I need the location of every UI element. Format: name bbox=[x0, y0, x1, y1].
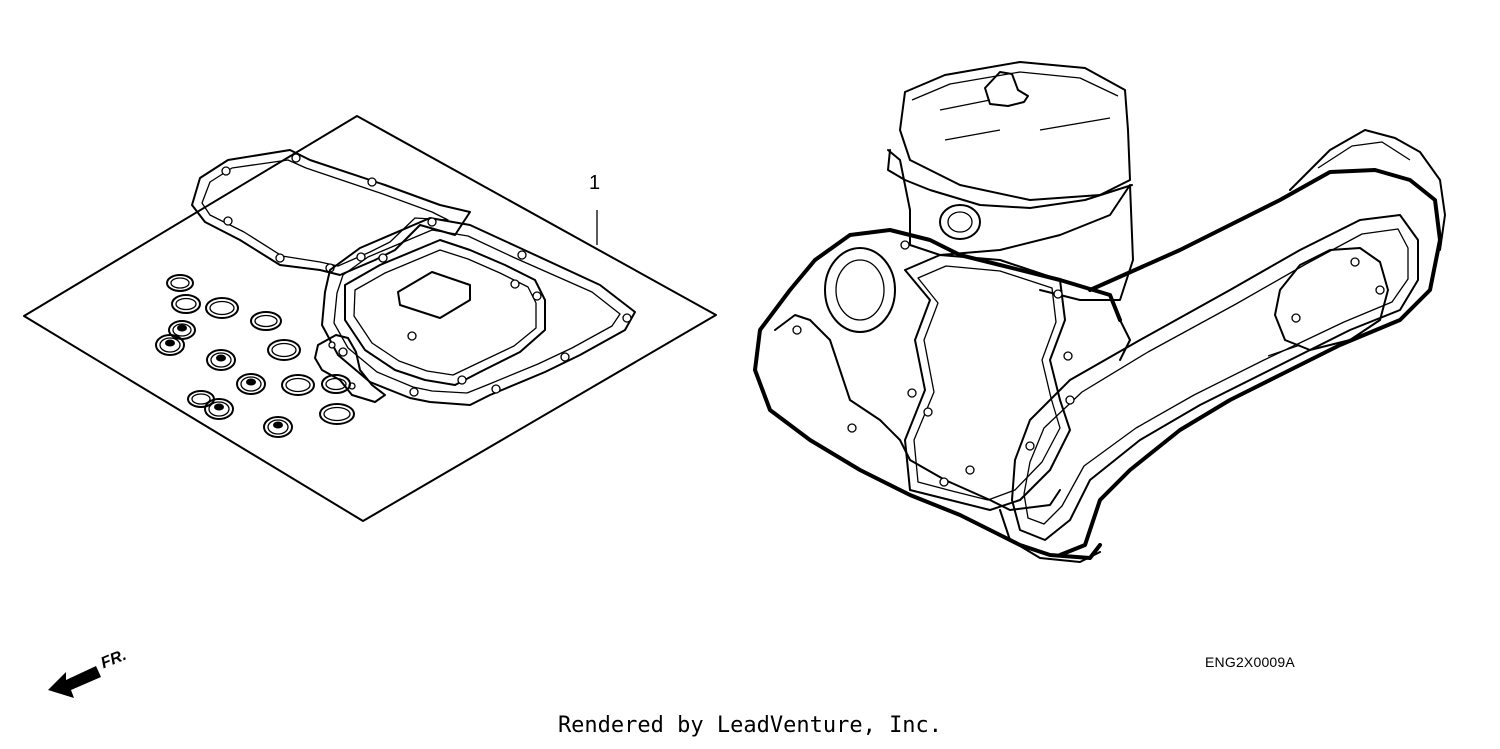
cover-gasket bbox=[191, 149, 471, 276]
crankcase-gasket bbox=[321, 217, 636, 406]
figure-code: ENG2X0009A bbox=[1205, 654, 1295, 670]
render-credit: Rendered by LeadVenture, Inc. bbox=[557, 713, 943, 738]
gasket-kit-sheet bbox=[23, 115, 717, 522]
front-direction-arrow-icon bbox=[48, 666, 101, 698]
engine-assembly bbox=[753, 61, 1446, 563]
o-rings bbox=[166, 274, 355, 425]
oil-seals bbox=[155, 320, 293, 438]
part-callout-number: 1 bbox=[589, 172, 601, 194]
